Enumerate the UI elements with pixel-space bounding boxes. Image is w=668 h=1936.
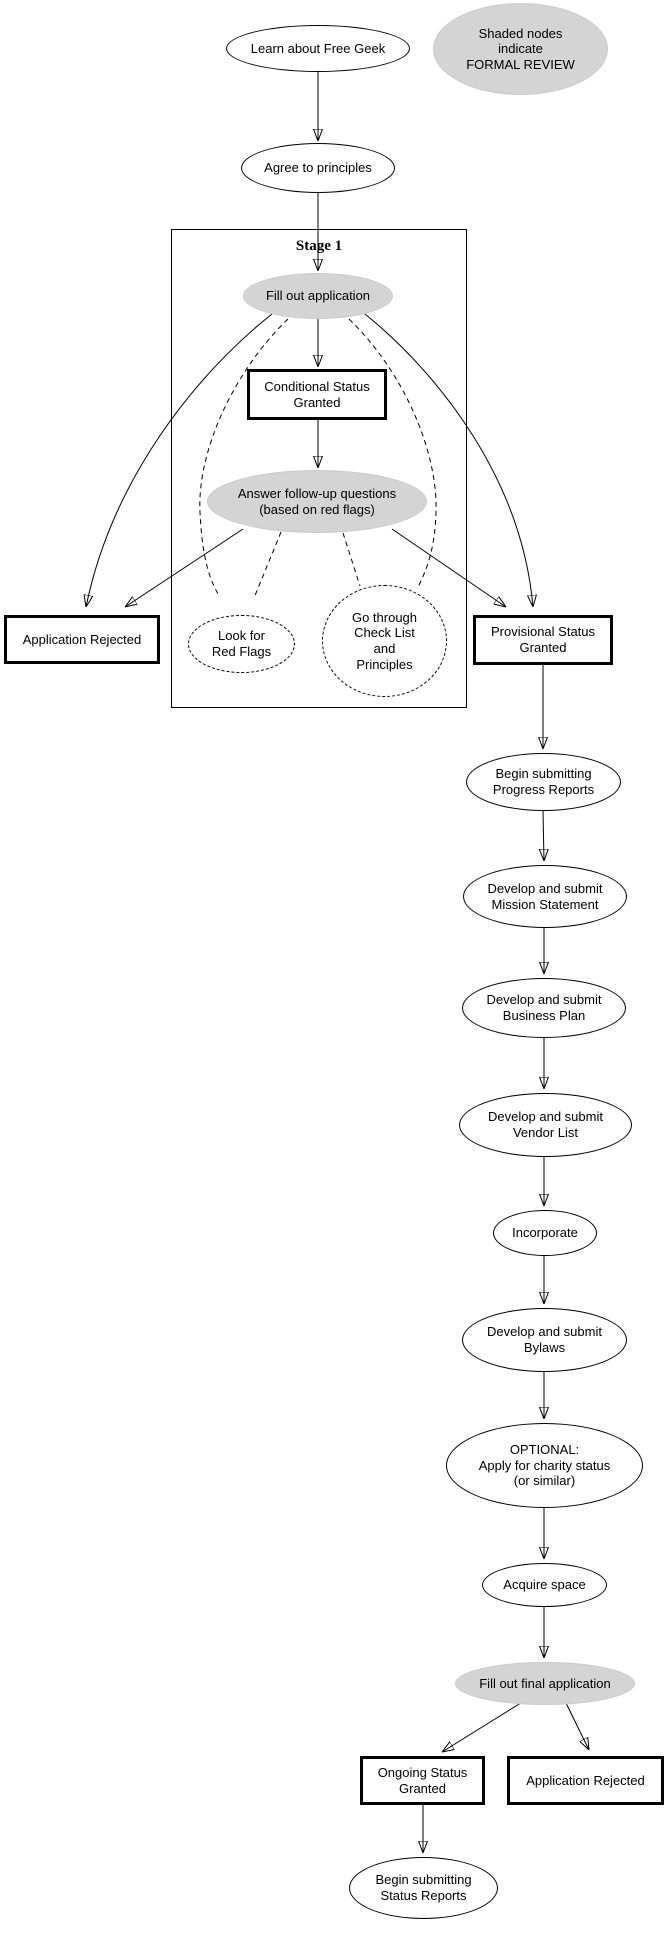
node-bylaws: Develop and submit Bylaws — [462, 1308, 627, 1372]
node-mission-statement: Develop and submit Mission Statement — [463, 865, 627, 928]
node-learn-about-free-geek: Learn about Free Geek — [226, 25, 410, 72]
node-answer-followup-questions: Answer follow-up questions (based on red… — [207, 470, 427, 533]
edge-progress-reports-to-mission — [543, 810, 544, 861]
edge-fill-application-to-checklist — [348, 318, 437, 590]
node-begin-progress-reports: Begin submitting Progress Reports — [466, 753, 621, 811]
edge-fill-application-to-look-red-flags — [199, 318, 289, 598]
edge-final-application-to-ongoing — [442, 1700, 525, 1752]
node-charity-status: OPTIONAL: Apply for charity status (or s… — [446, 1423, 643, 1508]
edge-answer-followup-to-checklist — [342, 532, 361, 587]
legend-shaded-nodes: Shaded nodes indicate FORMAL REVIEW — [433, 3, 608, 95]
node-vendor-list: Develop and submit Vendor List — [459, 1093, 632, 1157]
stage1-cluster-box — [171, 229, 467, 708]
node-agree-to-principles: Agree to principles — [241, 143, 395, 193]
node-business-plan: Develop and submit Business Plan — [462, 978, 626, 1038]
edge-answer-followup-to-application-rejected — [125, 528, 244, 607]
node-fill-out-application: Fill out application — [243, 273, 393, 319]
node-application-rejected-1: Application Rejected — [4, 615, 160, 664]
node-provisional-status-granted: Provisional Status Granted — [473, 615, 613, 665]
edge-fill-application-to-application-rejected — [86, 313, 273, 607]
node-incorporate: Incorporate — [493, 1210, 597, 1256]
edge-answer-followup-to-provisional — [391, 528, 506, 607]
node-ongoing-status-granted: Ongoing Status Granted — [360, 1756, 485, 1805]
node-go-through-checklist: Go through Check List and Principles — [322, 585, 447, 697]
stage1-cluster-label: Stage 1 — [295, 238, 343, 254]
edge-final-application-to-application-rejected-2 — [565, 1702, 589, 1750]
node-fill-out-final-application: Fill out final application — [455, 1662, 635, 1705]
node-acquire-space: Acquire space — [482, 1563, 607, 1607]
node-application-rejected-2: Application Rejected — [507, 1756, 664, 1805]
node-conditional-status-granted: Conditional Status Granted — [247, 369, 387, 420]
edge-fill-application-to-provisional — [364, 313, 533, 607]
node-look-for-red-flags: Look for Red Flags — [188, 615, 295, 673]
edge-answer-followup-to-look-red-flags — [253, 531, 282, 599]
node-begin-status-reports: Begin submitting Status Reports — [349, 1857, 498, 1919]
